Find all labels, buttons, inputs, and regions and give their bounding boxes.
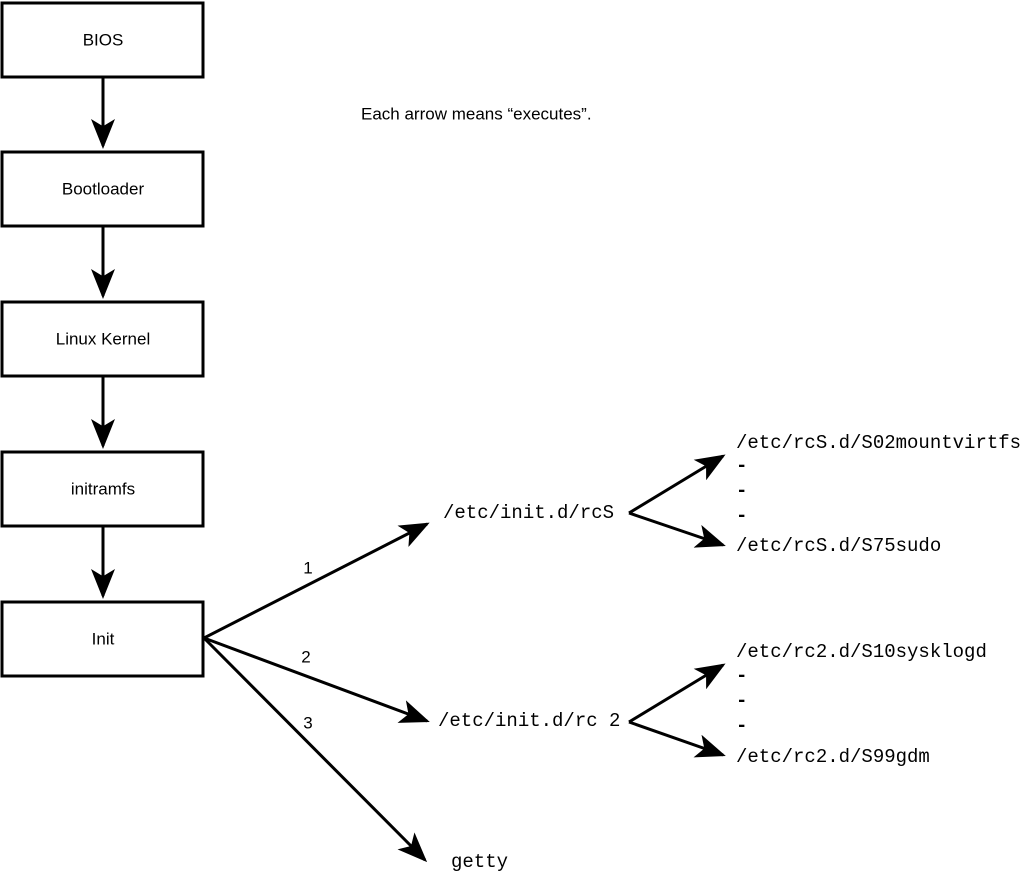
rcs-children-group: /etc/rcS.d/S02mountvirtfs - - - /etc/rcS… — [628, 432, 1021, 557]
arrow-rcs-to-last-child — [628, 511, 726, 548]
rc2-ellipsis-dash-3: - — [736, 715, 747, 737]
branch-number-3: 3 — [303, 713, 312, 732]
arrow-init-to-rcs — [203, 522, 430, 640]
rc2-ellipsis-dash-1: - — [736, 665, 747, 687]
arrow-init-to-getty — [202, 636, 428, 863]
label-getty[interactable]: getty — [451, 851, 508, 873]
bios-label: BIOS — [83, 30, 124, 49]
linux-kernel-label: Linux Kernel — [56, 329, 151, 348]
label-rc2-child-last[interactable]: /etc/rc2.d/S99gdm — [736, 746, 930, 768]
arrow-init-to-rc2 — [203, 636, 430, 723]
bootloader-label: Bootloader — [62, 179, 145, 198]
node-initramfs[interactable]: initramfs — [0, 450, 205, 528]
init-branch-numbers: 1 2 3 — [301, 558, 312, 732]
label-rcs-child-first[interactable]: /etc/rcS.d/S02mountvirtfs — [736, 432, 1021, 454]
label-etc-initd-rcs[interactable]: /etc/init.d/rcS — [443, 502, 614, 524]
linux-kernel-box[interactable] — [0, 300, 205, 378]
node-linux-kernel[interactable]: Linux Kernel — [0, 300, 205, 378]
label-etc-initd-rc2[interactable]: /etc/init.d/rc 2 — [438, 710, 620, 732]
rc2-ellipsis-dash-2: - — [736, 690, 747, 712]
node-bootloader[interactable]: Bootloader — [0, 150, 205, 228]
arrow-rcs-to-first-child — [628, 454, 726, 515]
node-bios[interactable]: BIOS — [0, 1, 205, 79]
init-branch-arrows — [202, 522, 430, 863]
init-branch-targets: /etc/init.d/rcS /etc/init.d/rc 2 getty — [438, 502, 620, 873]
rcs-ellipsis-dash-2: - — [736, 480, 747, 502]
rc2-children-group: /etc/rc2.d/S10sysklogd - - - /etc/rc2.d/… — [628, 641, 987, 768]
legend-note: Each arrow means “executes”. — [361, 104, 592, 123]
label-rcs-child-last[interactable]: /etc/rcS.d/S75sudo — [736, 535, 941, 557]
branch-number-1: 1 — [303, 558, 312, 577]
bios-box[interactable] — [0, 1, 205, 79]
init-label: Init — [92, 629, 115, 648]
rcs-ellipsis-dash-1: - — [736, 455, 747, 477]
rcs-ellipsis-dash-3: - — [736, 505, 747, 527]
branch-number-2: 2 — [301, 647, 310, 666]
initramfs-label: initramfs — [71, 479, 135, 498]
init-box[interactable] — [0, 600, 205, 678]
initramfs-box[interactable] — [0, 450, 205, 528]
label-rc2-child-first[interactable]: /etc/rc2.d/S10sysklogd — [736, 641, 987, 663]
node-init[interactable]: Init — [0, 600, 205, 678]
arrow-rc2-to-last-child — [628, 720, 726, 758]
boot-chain-group: BIOS Bootloader Linux Kernel initramfs I… — [0, 1, 205, 678]
arrow-rc2-to-first-child — [628, 663, 726, 724]
